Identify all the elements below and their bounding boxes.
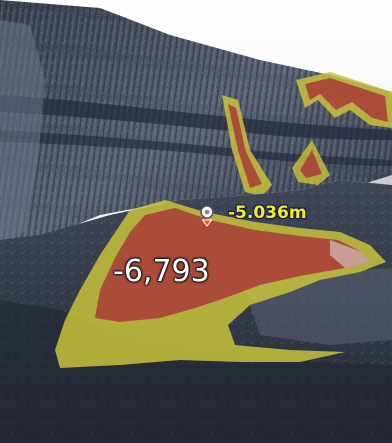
- strata-band: [0, 95, 392, 140]
- marker-elevation-label: -5.036m: [228, 203, 307, 223]
- volume-label: -6,793: [113, 254, 210, 289]
- cut-region-main: [95, 208, 370, 322]
- location-pin-icon[interactable]: [198, 204, 216, 228]
- cut-region-upper: [305, 78, 388, 122]
- cut-strip: [228, 104, 262, 188]
